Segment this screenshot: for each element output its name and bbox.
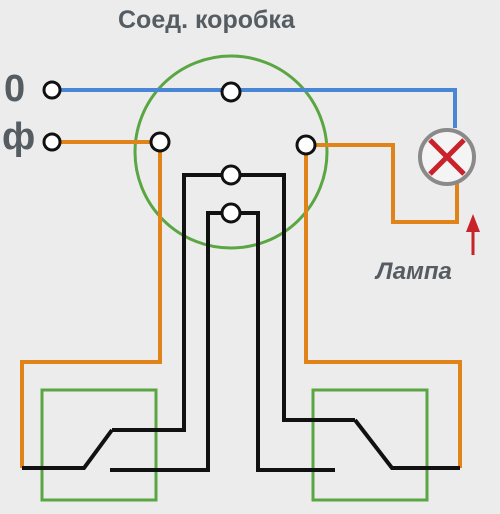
switch-left-common: [22, 428, 114, 470]
lamp-switched-wire: [304, 143, 462, 468]
terminal-box-neutral: [220, 81, 242, 103]
switch-box-left: [40, 388, 158, 502]
junction-box-title: Соед. коробка: [118, 6, 295, 34]
neutral-wire: [52, 88, 457, 128]
traveler-wire-1: [112, 173, 231, 432]
lamp-label: Лампа: [376, 258, 452, 285]
terminal-box-traveler-1: [220, 164, 242, 186]
traveler-wire-2b: [231, 211, 335, 472]
neutral-label: 0: [4, 68, 26, 110]
lamp-icon: [418, 128, 476, 186]
lamp-arrow-icon: [466, 214, 480, 255]
terminal-box-phase: [149, 131, 171, 153]
terminal-neutral-input: [42, 80, 62, 100]
terminal-box-lamp: [295, 134, 317, 156]
phase-label: ф: [2, 116, 36, 158]
terminal-box-traveler-2: [220, 202, 242, 224]
terminal-phase-input: [42, 132, 62, 152]
phase-wire-input: [20, 140, 162, 468]
switch-right-common: [353, 418, 460, 470]
traveler-wire-2: [110, 211, 231, 472]
switch-box-right: [311, 388, 429, 502]
junction-box: [133, 54, 329, 250]
traveler-wire-1b: [231, 173, 355, 422]
